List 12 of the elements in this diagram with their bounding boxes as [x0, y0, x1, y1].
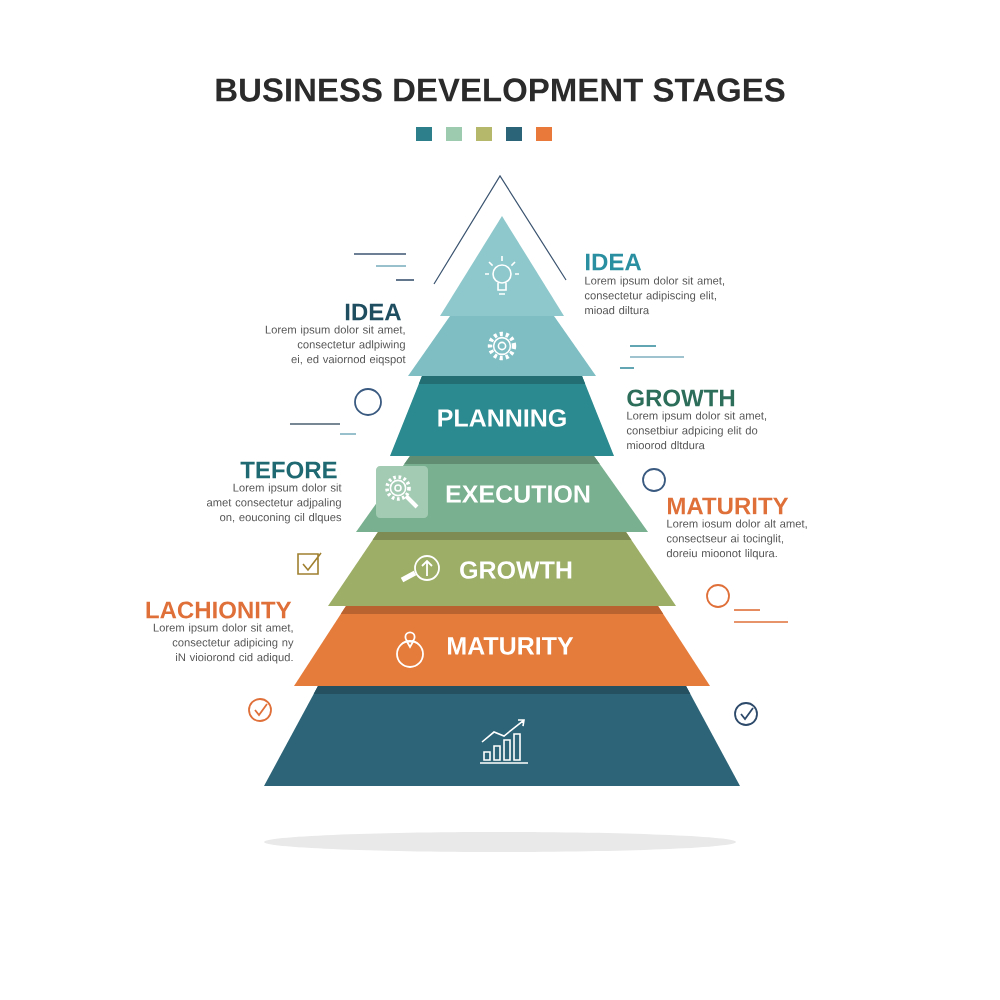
heading: IDEA — [345, 303, 401, 321]
heading: TEFORE — [240, 461, 337, 479]
title: BUSINESS DEVELOPMENT STAGES — [216, 78, 785, 102]
heading: MATURITY — [668, 497, 789, 515]
pyramid-layer — [408, 316, 596, 376]
pyramid-layer — [264, 686, 740, 786]
pyramid-layer — [440, 216, 564, 316]
heading: LACHIONITY — [146, 601, 292, 619]
heading: IDEA — [586, 253, 642, 271]
pyramid-layer: MATURITY — [294, 606, 710, 686]
pyramid-layer: PLANNING — [390, 376, 614, 456]
heading: GROWTH — [627, 389, 735, 407]
